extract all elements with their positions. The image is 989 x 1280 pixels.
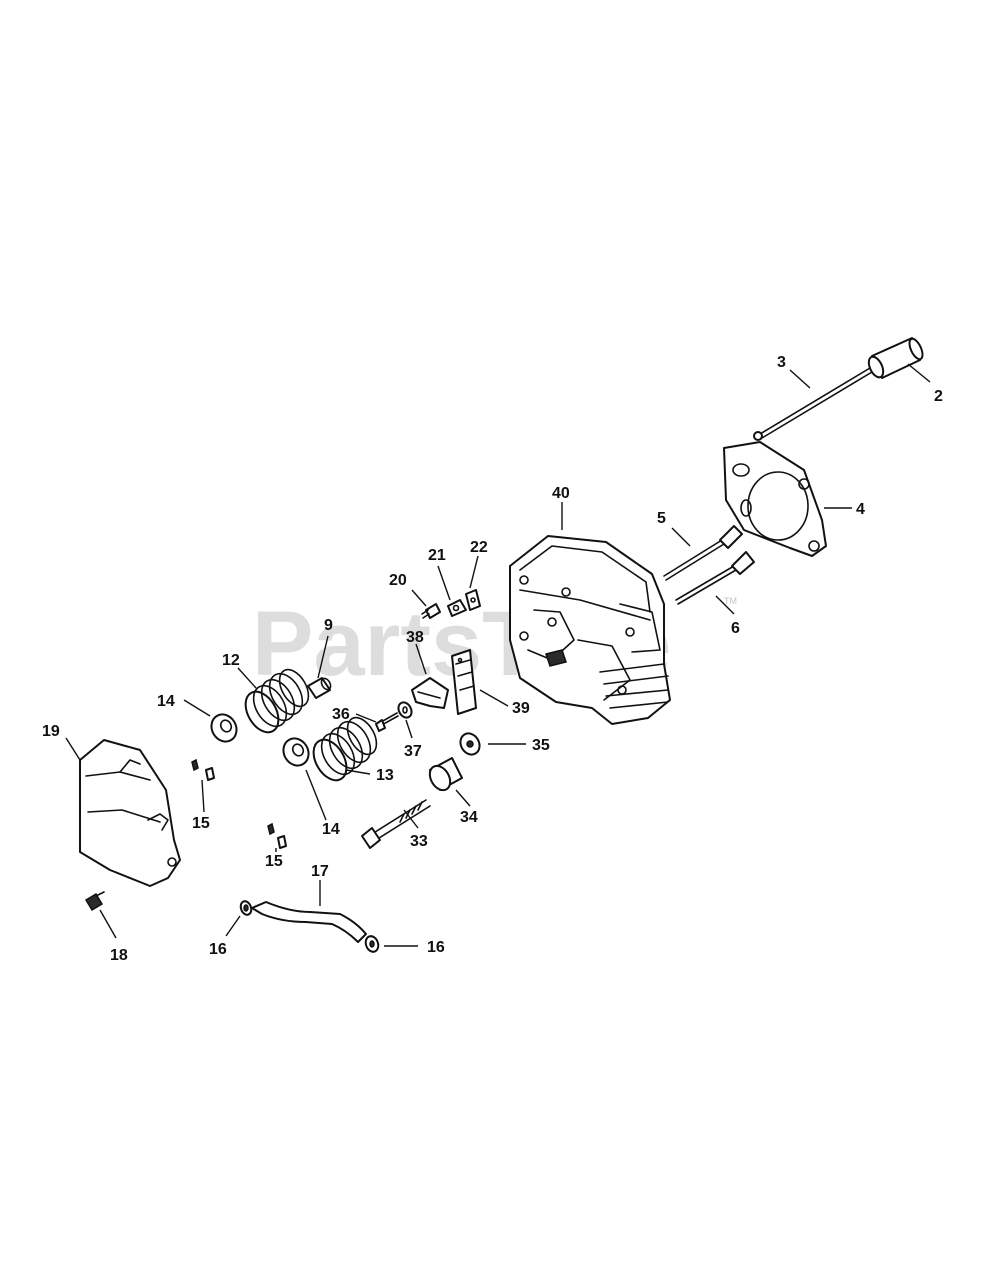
part-22-plate[interactable] xyxy=(465,589,481,611)
leader-36 xyxy=(355,713,377,723)
callout-5: 5 xyxy=(657,510,666,527)
callout-4: 4 xyxy=(856,501,865,518)
part-36-screw[interactable] xyxy=(375,712,399,732)
callout-20: 20 xyxy=(389,572,407,589)
callout-19: 19 xyxy=(42,723,60,740)
leader-39 xyxy=(479,689,509,707)
part-33-bolt[interactable] xyxy=(361,799,431,849)
watermark-trademark: TM xyxy=(724,596,737,606)
leader-9 xyxy=(317,635,329,679)
callout-35: 35 xyxy=(532,737,550,754)
part-4-head-gasket[interactable] xyxy=(723,441,827,557)
leader-14a xyxy=(183,699,211,717)
leader-2 xyxy=(907,363,931,383)
leader-21 xyxy=(437,565,451,601)
callout-34: 34 xyxy=(460,809,478,826)
leader-14b xyxy=(305,769,327,821)
part-14-retainer-lower[interactable] xyxy=(279,734,314,770)
leader-19 xyxy=(65,737,81,761)
part-18-screw[interactable] xyxy=(84,891,105,912)
part-16-clamp-right[interactable] xyxy=(364,934,381,953)
leader-22 xyxy=(469,555,479,589)
callout-13: 13 xyxy=(376,767,394,784)
callout-9: 9 xyxy=(324,617,333,634)
part-40-cylinder-head[interactable] xyxy=(509,535,671,725)
callout-15-lower: 15 xyxy=(265,853,283,870)
callout-38: 38 xyxy=(406,629,424,646)
callout-12: 12 xyxy=(222,652,240,669)
leader-6 xyxy=(715,595,735,615)
callout-14-upper: 14 xyxy=(157,693,175,710)
leader-12 xyxy=(237,667,257,689)
part-5-valve[interactable] xyxy=(663,525,743,581)
part-20-bolt[interactable] xyxy=(421,603,441,619)
part-37-washer[interactable] xyxy=(396,700,414,720)
part-21-pivot[interactable] xyxy=(447,599,467,617)
callout-18: 18 xyxy=(110,947,128,964)
part-17-hose[interactable] xyxy=(251,901,367,943)
part-35-washer[interactable] xyxy=(457,730,484,758)
callout-2: 2 xyxy=(934,388,943,405)
leader-3 xyxy=(789,369,811,389)
part-12-spring[interactable] xyxy=(239,665,315,738)
callout-14-lower: 14 xyxy=(322,821,340,838)
callout-16-left: 16 xyxy=(209,941,227,958)
callout-37: 37 xyxy=(404,743,422,760)
part-34-spacer[interactable] xyxy=(426,757,463,794)
part-15-keepers-upper[interactable] xyxy=(191,758,215,781)
callout-33: 33 xyxy=(410,833,428,850)
part-2-guide[interactable] xyxy=(866,337,925,380)
callout-17: 17 xyxy=(311,863,329,880)
callout-36: 36 xyxy=(332,706,350,723)
leader-13 xyxy=(345,769,371,775)
leader-16a xyxy=(225,915,241,937)
part-15-keepers-lower[interactable] xyxy=(267,822,287,849)
leader-20 xyxy=(411,589,427,607)
callout-6: 6 xyxy=(731,620,740,637)
part-19-rocker-cover[interactable] xyxy=(79,739,181,887)
part-13-spring[interactable] xyxy=(307,713,383,786)
part-39-breather-plate[interactable] xyxy=(451,649,477,715)
callout-3: 3 xyxy=(777,354,786,371)
part-16-clamp-left[interactable] xyxy=(239,900,253,917)
part-3-pushrod[interactable] xyxy=(753,367,873,441)
leader-34 xyxy=(455,789,471,807)
leader-18 xyxy=(99,909,117,939)
callouts: 3 2 4 5 6 40 20 21 22 9 12 14 38 39 36 3… xyxy=(42,354,943,964)
callout-21: 21 xyxy=(428,547,446,564)
part-38-rocker[interactable] xyxy=(411,677,449,709)
callout-15-upper: 15 xyxy=(192,815,210,832)
callout-40: 40 xyxy=(552,485,570,502)
part-6-valve[interactable] xyxy=(675,551,755,605)
leader-lines xyxy=(65,363,931,947)
leader-15a xyxy=(201,779,205,813)
callout-39: 39 xyxy=(512,700,530,717)
leader-33 xyxy=(403,809,419,829)
leader-37 xyxy=(405,719,413,739)
callout-22: 22 xyxy=(470,539,488,556)
leader-38 xyxy=(415,643,427,675)
leader-5 xyxy=(671,527,691,547)
part-14-retainer-upper[interactable] xyxy=(207,710,242,746)
part-9-seal[interactable] xyxy=(307,677,332,699)
callout-16-right: 16 xyxy=(427,939,445,956)
